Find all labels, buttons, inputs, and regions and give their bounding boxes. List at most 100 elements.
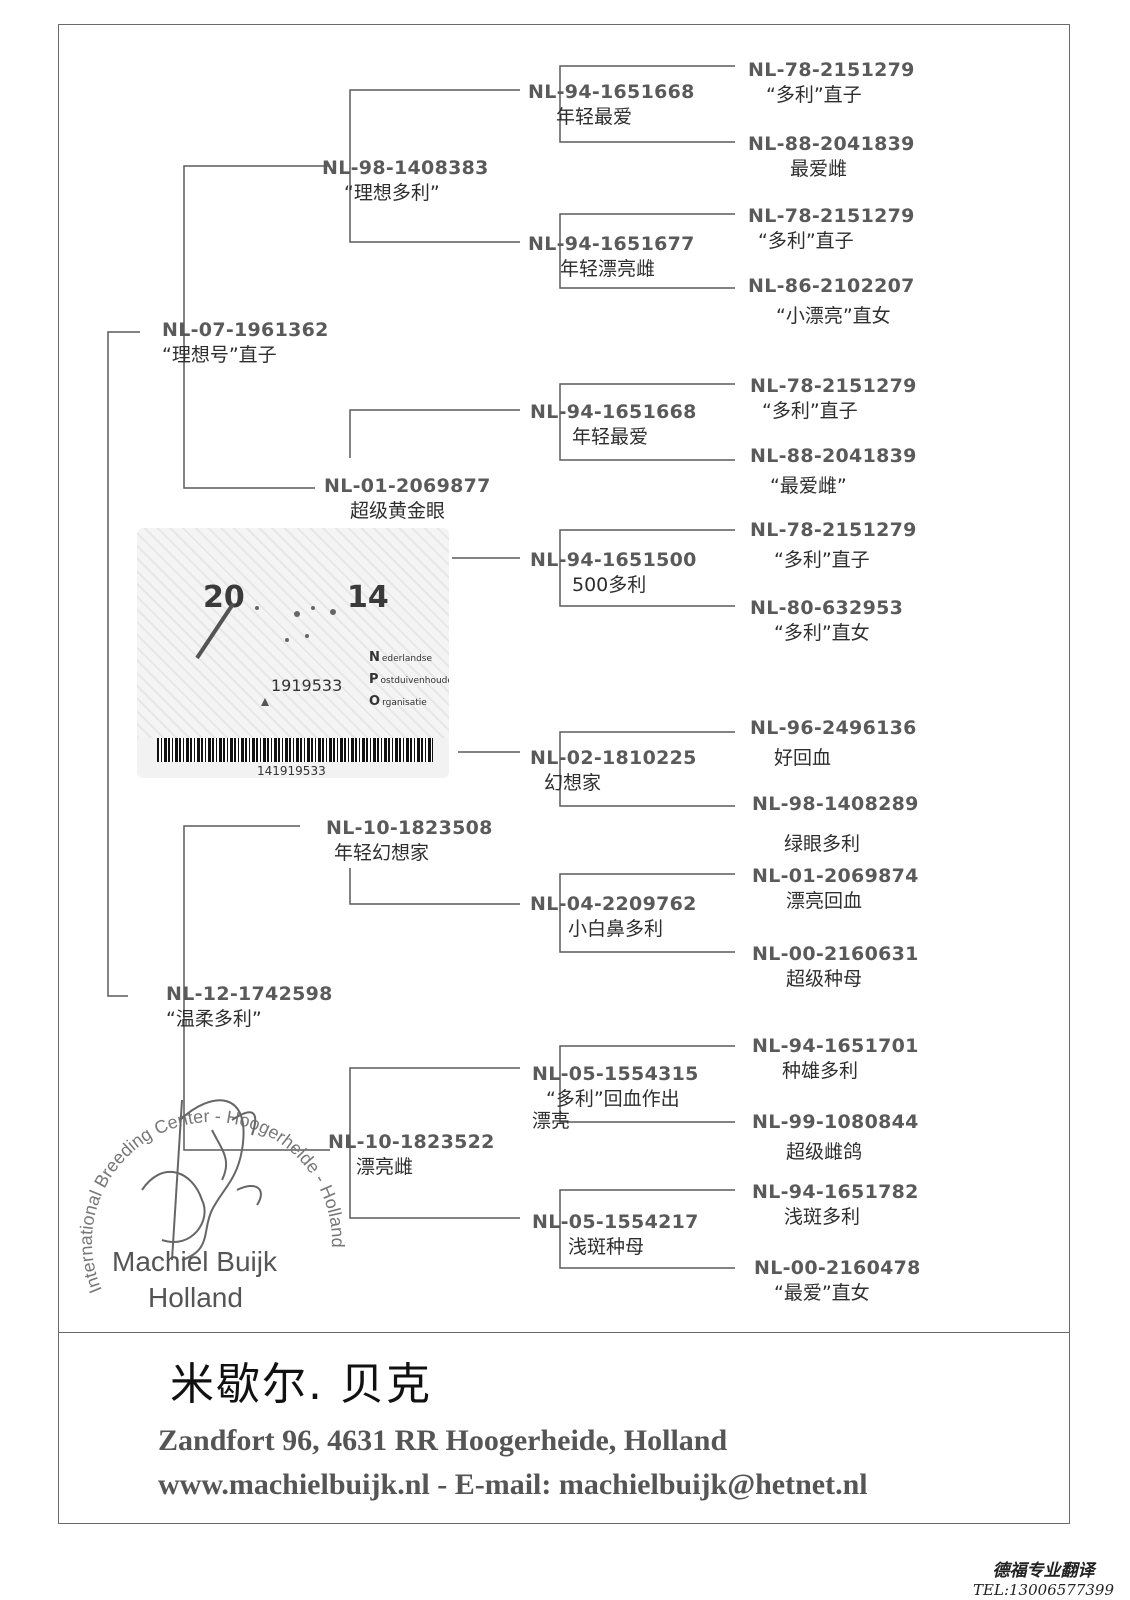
connector-gp-0 [349, 89, 520, 243]
breeder-stamp-logo: International Breeding Center - Hoogerhe… [76, 1099, 348, 1296]
connector-ggp-6 [559, 1045, 735, 1123]
gggp-node-14: NL-94-1651782 浅斑多利 [752, 1181, 919, 1229]
pigeon-name: 浅斑多利 [784, 1205, 861, 1228]
gggp-node-13: NL-99-1080844 超级雌鸽 [752, 1111, 919, 1164]
pigeon-name: “多利”直子 [762, 399, 858, 422]
org-word: ostduivenhouders [380, 676, 449, 686]
ggp-node-4: NL-02-1810225 幻想家 [530, 747, 697, 795]
ring-number: NL-02-1810225 [530, 747, 697, 769]
ring-number: NL-05-1554217 [532, 1211, 699, 1233]
pigeon-name: 幻想家 [544, 771, 602, 794]
connector-gp-3 [349, 1067, 520, 1219]
gggp-node-2: NL-78-2151279 “多利”直子 [748, 205, 915, 253]
ggp-node-1: NL-94-1651677 年轻漂亮雌 [528, 233, 695, 281]
ring-number: NL-10-1823508 [326, 817, 493, 839]
ring-number: NL-78-2151279 [750, 519, 917, 541]
ring-number: NL-88-2041839 [750, 445, 917, 467]
ggp-node-2: NL-94-1651668 年轻最爱 [530, 401, 697, 449]
gggp-node-4: NL-78-2151279 “多利”直子 [750, 375, 917, 423]
gp-node-3: NL-10-1823522 漂亮雌 [328, 1131, 495, 1179]
ring-number: NL-94-1651668 [530, 401, 697, 423]
owner-address: Zandfort 96, 4631 RR Hoogerheide, Hollan… [158, 1424, 728, 1457]
connector-subject [107, 331, 140, 997]
footer-divider [58, 1332, 1070, 1333]
page-frame [58, 24, 1070, 1524]
ring-number: NL-99-1080844 [752, 1111, 919, 1133]
ring-number: NL-94-1651677 [528, 233, 695, 255]
ggp-node-3: NL-94-1651500 500多利 [530, 549, 697, 597]
gggp-node-6: NL-78-2151279 “多利”直子 [750, 519, 917, 572]
pigeon-name: 漂亮回血 [786, 889, 863, 912]
connector-ggp-5 [559, 873, 735, 953]
gggp-node-7: NL-80-632953 “多利”直女 [750, 597, 903, 645]
ggp-node-6: NL-05-1554315 “多利”回血作出 漂亮 [532, 1063, 699, 1133]
pigeon-name: “多利”直子 [758, 229, 854, 252]
card-year-left: 20 [203, 580, 245, 615]
ring-number: NL-94-1651782 [752, 1181, 919, 1203]
gp-node-2: NL-10-1823508 年轻幻想家 [326, 817, 493, 865]
barcode [157, 738, 433, 762]
pigeon-name: “小漂亮”直女 [776, 304, 891, 327]
pigeon-name: “理想号”直子 [162, 343, 277, 366]
pigeon-name: “多利”直子 [774, 548, 870, 571]
connector-gp-1-top [349, 409, 520, 458]
pigeon-name: “最爱雌” [770, 474, 847, 497]
pigeon-name: 500多利 [572, 573, 647, 596]
translator-tel: TEL:13006577399 [973, 1581, 1114, 1599]
gggp-node-1: NL-88-2041839 最爱雌 [748, 133, 915, 181]
connector-dam [183, 825, 330, 1151]
ring-number: NL-94-1651500 [530, 549, 697, 571]
eagle-icon [141, 1099, 262, 1261]
ggp-node-7: NL-05-1554217 浅斑种母 [532, 1211, 699, 1259]
ring-number: NL-00-2160478 [754, 1257, 921, 1279]
connector-ggp-4 [559, 731, 735, 807]
ring-number: NL-01-2069877 [324, 475, 491, 497]
pigeon-name: 浅斑种母 [568, 1235, 645, 1258]
pigeon-name: 小白鼻多利 [568, 917, 664, 940]
gggp-node-3: NL-86-2102207 “小漂亮”直女 [748, 275, 915, 328]
pigeon-name-line2: 漂亮 [532, 1109, 571, 1132]
ring-number: NL-01-2069874 [752, 865, 919, 887]
org-word: rganisatie [382, 698, 427, 708]
pigeon-name: 好回血 [774, 746, 832, 769]
connector-gp-2-bottom [349, 868, 520, 905]
connector-ggp-1 [559, 213, 735, 289]
ring-number: NL-04-2209762 [530, 893, 697, 915]
ggp-node-0: NL-94-1651668 年轻最爱 [528, 81, 695, 129]
org-line-2: Postduivenhouders [369, 672, 449, 687]
gp-node-1: NL-01-2069877 超级黄金眼 [324, 475, 491, 523]
sire-node: NL-07-1961362 “理想号”直子 [162, 319, 329, 367]
connector-ggp-0 [559, 65, 735, 143]
ring-number: NL-00-2160631 [752, 943, 919, 965]
pigeon-name: 绿眼多利 [784, 832, 861, 855]
ring-number: NL-78-2151279 [750, 375, 917, 397]
pigeon-name: 超级种母 [786, 967, 863, 990]
org-initial: N [369, 650, 380, 665]
pigeon-name: 种雄多利 [782, 1059, 859, 1082]
pigeon-silhouette-icon [195, 602, 336, 706]
pigeon-name: “多利”直女 [774, 621, 870, 644]
pigeon-name: 年轻最爱 [572, 425, 649, 448]
stamp-country: Holland [148, 1282, 243, 1313]
pigeon-name: “多利”回血作出 [546, 1087, 680, 1110]
barcode-number: 141919533 [257, 764, 326, 778]
connector-ggp-2 [559, 383, 735, 461]
pigeon-name: 超级雌鸽 [786, 1140, 863, 1163]
pigeon-name: 漂亮雌 [356, 1155, 414, 1178]
translator-label: 德福专业翻译 [992, 1561, 1095, 1581]
gggp-node-11: NL-00-2160631 超级种母 [752, 943, 919, 991]
org-word: ederlandse [381, 654, 433, 664]
pigeon-name: “最爱”直女 [774, 1281, 870, 1304]
card-security-pattern [137, 528, 449, 738]
ring-number: NL-07-1961362 [162, 319, 329, 341]
pigeon-name: 年轻最爱 [556, 105, 633, 128]
ring-number: NL-10-1823522 [328, 1131, 495, 1153]
card-ring-number: 1919533 [271, 676, 343, 695]
pigeon-name: 最爱雌 [790, 157, 848, 180]
stamp-name: Machiel Buijk [112, 1246, 277, 1277]
gggp-node-10: NL-01-2069874 漂亮回血 [752, 865, 919, 913]
ring-number: NL-12-1742598 [166, 983, 333, 1005]
